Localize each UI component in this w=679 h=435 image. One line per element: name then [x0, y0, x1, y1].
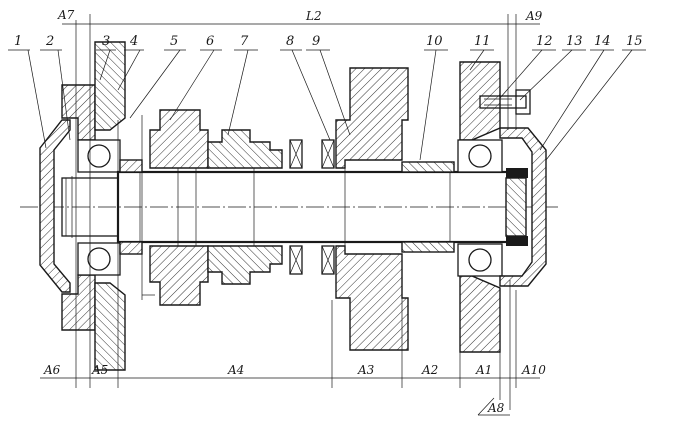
spacer-sleeve-lower: [119, 241, 143, 255]
part-label-7: 7: [240, 34, 249, 49]
gear-block-7: [207, 129, 283, 169]
left-bearing-ball-bottom: [87, 247, 111, 271]
sleeve-10: [401, 161, 455, 173]
dim-label-A9: A9: [525, 9, 543, 23]
dim-label-A4: A4: [227, 363, 244, 377]
sleeve-10-lower: [401, 241, 455, 253]
gear-block-7-lower: [207, 245, 283, 285]
dim-label-A2: A2: [421, 363, 438, 377]
part-label-11: 11: [474, 34, 491, 49]
gear-block-7-ring-lower: [289, 245, 303, 275]
dim-label-A3: A3: [357, 363, 375, 377]
right-cover: [499, 127, 547, 287]
part-label-12: 12: [536, 34, 553, 49]
spacer-8: [321, 139, 335, 169]
spacer-sleeve: [119, 159, 143, 173]
bolt-head: [515, 89, 531, 115]
part-label-3: 3: [102, 34, 110, 49]
large-gear-9: [335, 67, 409, 169]
dim-label-A1: A1: [475, 363, 492, 377]
shaft-end-washer: [506, 168, 528, 178]
dim-label-A8: A8: [487, 401, 505, 415]
right-bearing-ball-top: [468, 144, 492, 168]
left-cover: [39, 119, 71, 293]
part-label-13: 13: [566, 34, 583, 49]
part-label-15: 15: [626, 34, 643, 49]
part-label-14: 14: [594, 34, 611, 49]
shaft-nut: [505, 177, 527, 237]
part-label-5: 5: [170, 34, 178, 49]
part-label-1: 1: [14, 34, 22, 49]
spacer-8-lower: [321, 245, 335, 275]
part-label-9: 9: [312, 34, 320, 49]
right-housing-lower: [459, 275, 501, 353]
part-label-2: 2: [45, 34, 54, 49]
leader-lines: [8, 49, 646, 416]
left-housing-plate: [94, 41, 126, 131]
part-label-6: 6: [206, 34, 214, 49]
part-label-8: 8: [286, 34, 294, 49]
bolt: [479, 95, 527, 109]
part-label-10: 10: [426, 34, 443, 49]
gear-6: [149, 109, 209, 169]
dim-label-A7: A7: [57, 8, 75, 22]
part-label-4: 4: [129, 34, 138, 49]
gear-block-7-ring: [289, 139, 303, 169]
right-bearing-ball-bottom: [468, 248, 492, 272]
dim-label-A5: A5: [91, 363, 108, 377]
left-bearing-ball-top: [87, 144, 111, 168]
gear-6-lower: [149, 245, 209, 306]
dim-label-A10: A10: [521, 363, 546, 377]
dim-label-A6: A6: [43, 363, 61, 377]
dim-label-L2: L2: [305, 9, 322, 23]
left-housing-plate-lower: [94, 282, 126, 371]
large-gear-9-lower: [335, 245, 409, 351]
